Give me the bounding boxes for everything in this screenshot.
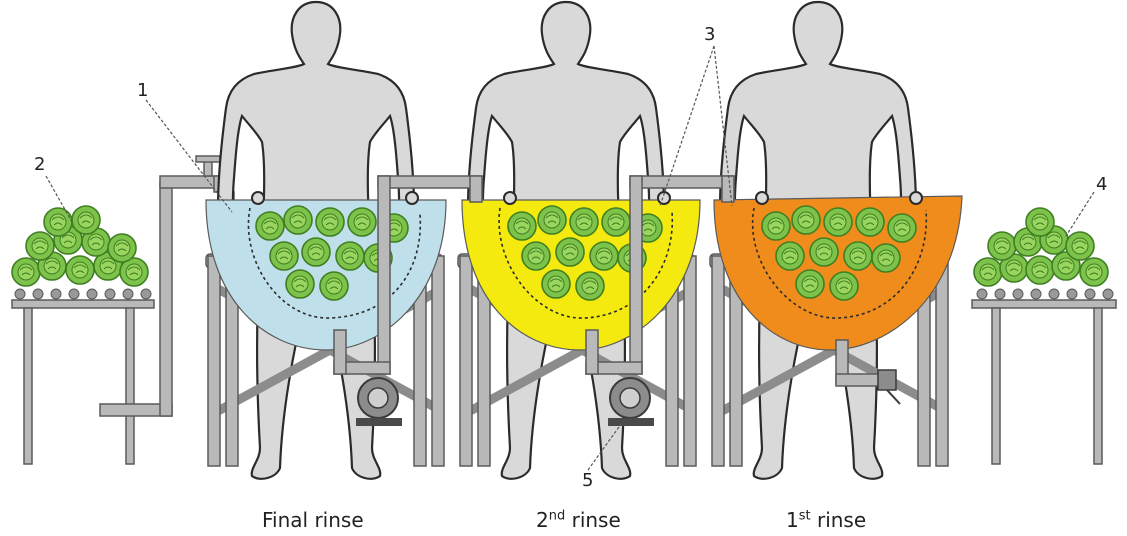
drain-valve-icon — [878, 370, 900, 404]
caption-second-rinse: 2nd rinse — [536, 508, 621, 532]
label-4: 4 — [1096, 174, 1107, 195]
incoming-lettuce-table — [12, 206, 154, 464]
label-2: 2 — [34, 154, 45, 175]
label-1: 1 — [137, 80, 148, 101]
label-5: 5 — [582, 470, 593, 491]
lettuce-heap-right — [974, 208, 1108, 286]
outgoing-lettuce-table — [972, 208, 1116, 464]
caption-first-rinse: 1st rinse — [786, 508, 866, 532]
caption-final-rinse: Final rinse — [262, 508, 364, 532]
lettuce-heap-left — [12, 206, 148, 286]
label-3: 3 — [704, 24, 715, 45]
